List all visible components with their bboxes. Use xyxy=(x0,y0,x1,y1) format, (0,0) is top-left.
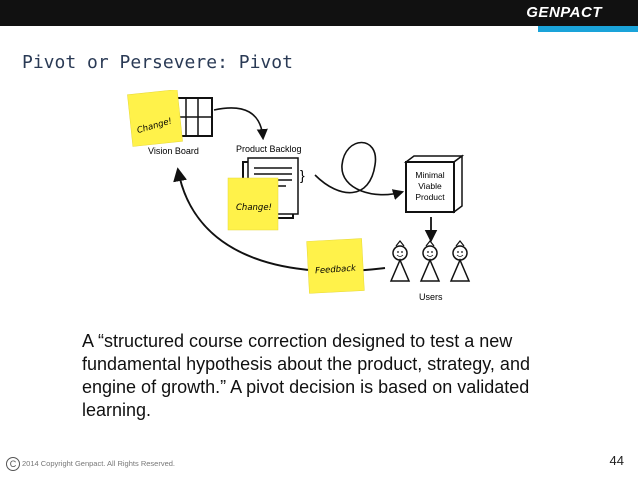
mvp-label-line2: Viable xyxy=(418,181,442,191)
note-feedback-label: Feedback xyxy=(315,263,358,276)
copyright-text: 2014 Copyright Genpact. All Rights Reser… xyxy=(22,459,175,468)
sticky-note-change-top: Change! xyxy=(127,90,183,147)
sticky-note-feedback: Feedback xyxy=(306,238,365,294)
genpact-logo: GENPACT xyxy=(526,4,602,21)
copyright-icon: C xyxy=(6,457,20,471)
iteration-loop-arrow xyxy=(314,141,405,200)
slide-title: Pivot or Persevere: Pivot xyxy=(22,52,293,73)
mvp-label-line3: Product xyxy=(415,192,445,202)
pivot-quote: A “structured course correction designed… xyxy=(82,331,530,420)
page-number: 44 xyxy=(609,453,624,468)
svg-text:}: } xyxy=(300,167,305,183)
users-icon xyxy=(389,240,471,282)
mvp-label-line1: Minimal xyxy=(415,170,444,180)
mvp-box: Minimal Viable Product xyxy=(403,154,465,214)
product-backlog-label: Product Backlog xyxy=(236,144,302,154)
note-change-middle-label: Change! xyxy=(236,203,272,213)
accent-bar xyxy=(538,26,638,32)
top-bar: GENPACT xyxy=(0,0,638,26)
vision-board-label: Vision Board xyxy=(148,146,199,156)
pivot-diagram: Vision Board Change! Product Backlog } C… xyxy=(127,90,471,302)
users-label: Users xyxy=(419,292,443,302)
arrow-to-backlog xyxy=(213,107,268,141)
sticky-note-change-middle: Change! xyxy=(227,177,279,231)
